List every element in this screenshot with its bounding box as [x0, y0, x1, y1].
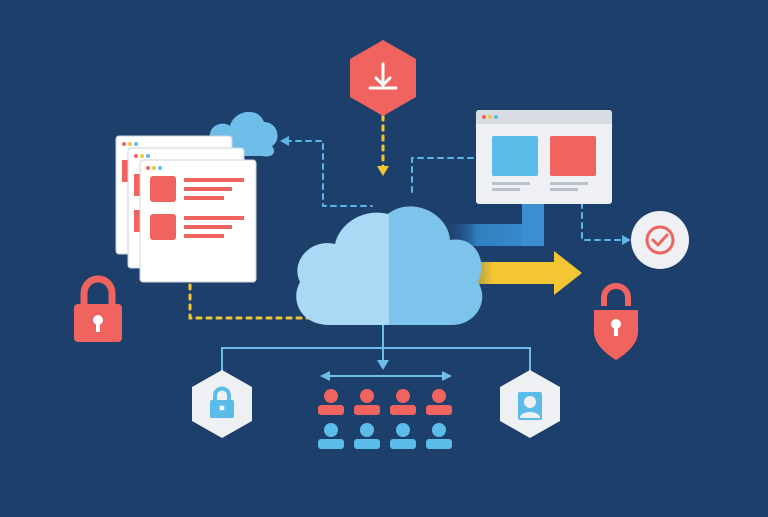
- user-icon: [390, 423, 416, 449]
- browser-window-icon: [476, 110, 612, 204]
- download-icon: [368, 62, 398, 90]
- padlock-icon: [210, 386, 234, 418]
- double-arrow-left-head: [320, 371, 330, 381]
- download-hexagon: [350, 40, 416, 116]
- document-windows-icon: [115, 135, 257, 283]
- connector-cloud-to-small-cloud: [285, 140, 373, 207]
- window-front: [139, 159, 257, 283]
- double-arrow-right-head: [442, 371, 452, 381]
- user-icon: [318, 389, 344, 415]
- user-icon: [518, 392, 542, 420]
- data-pipe: [442, 198, 544, 246]
- central-cloud-icon: [296, 206, 483, 325]
- user-icon: [354, 389, 380, 415]
- user-icon: [426, 423, 452, 449]
- connector-cloud-to-browser: [411, 157, 477, 193]
- people-grid: [318, 389, 452, 449]
- arrowhead-left: [280, 136, 289, 146]
- shield-lock-icon: [594, 283, 638, 360]
- connector-browser-to-check: [581, 202, 627, 241]
- user-icon: [390, 389, 416, 415]
- connector-branch: [221, 347, 531, 373]
- arrowhead-right-check: [622, 235, 631, 245]
- user-icon: [318, 423, 344, 449]
- connectors: [188, 114, 631, 381]
- connector-windows-to-cloud: [188, 283, 310, 320]
- padlock-icon-left: [74, 275, 122, 342]
- arrowhead-down-people: [377, 360, 389, 370]
- arrowhead-down: [377, 166, 389, 176]
- hexagon-padlock: [192, 370, 252, 438]
- user-icon: [426, 389, 452, 415]
- user-icon: [354, 423, 380, 449]
- check-circle-icon: [631, 211, 689, 269]
- hexagon-user: [500, 370, 560, 438]
